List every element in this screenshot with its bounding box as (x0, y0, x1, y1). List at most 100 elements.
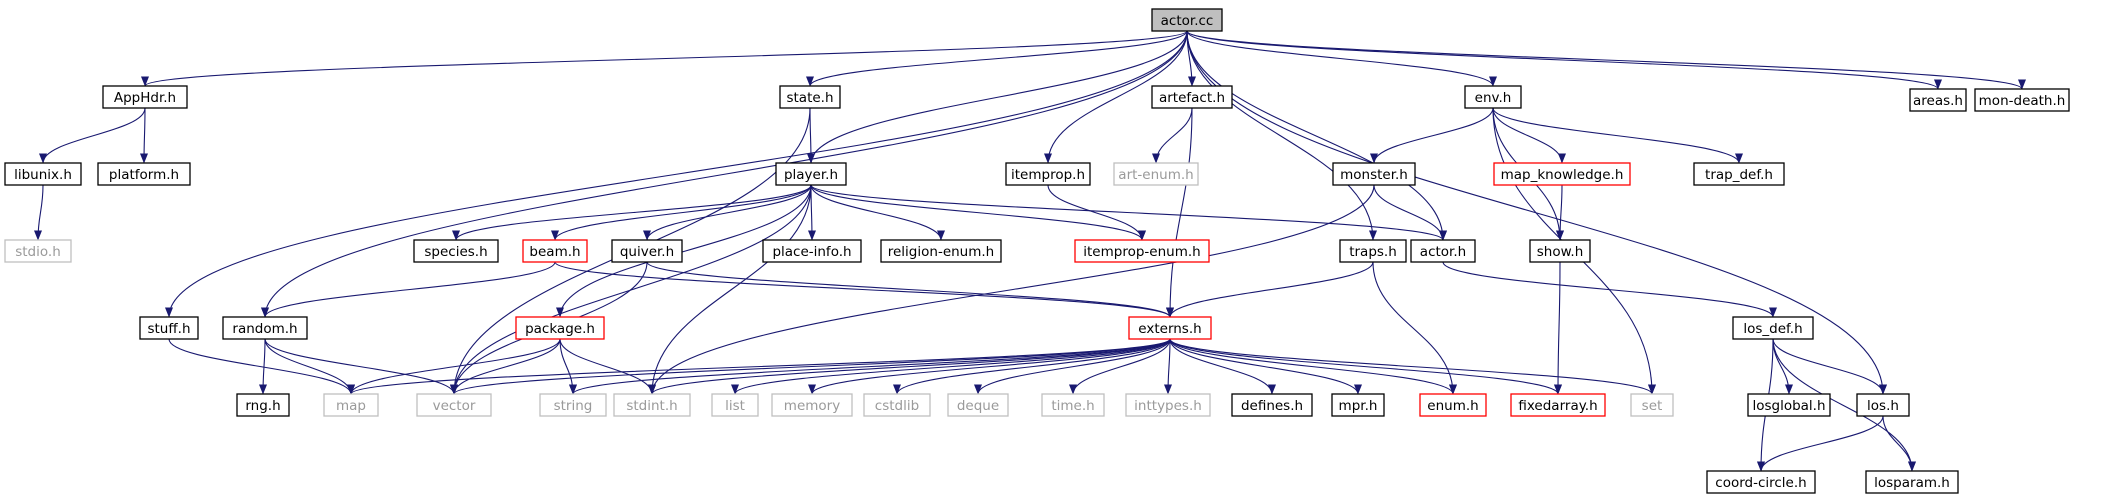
dependency-edge (648, 338, 1171, 395)
node-box (515, 316, 605, 340)
graph-node[interactable]: map_knowledge.h (1493, 162, 1631, 186)
dependency-edge (1164, 338, 1173, 395)
graph-node[interactable]: inttypes.h (1125, 393, 1211, 417)
graph-node[interactable]: religion-enum.h (880, 239, 1002, 263)
node-box (880, 239, 1002, 263)
graph-node[interactable]: losparam.h (1865, 470, 1959, 494)
node-label: player.h (784, 167, 838, 183)
node-label: species.h (424, 244, 487, 260)
graph-node[interactable]: externs.h (1128, 316, 1212, 340)
dependency-edge (807, 184, 816, 241)
graph-node[interactable]: trap_def.h (1693, 162, 1785, 186)
graph-node[interactable]: actor.cc (1151, 8, 1223, 32)
dependency-edge (974, 338, 1171, 395)
node-box (416, 393, 492, 417)
graph-node[interactable]: cstdlib (863, 393, 931, 417)
node-label: rng.h (245, 398, 280, 414)
node-box (1410, 239, 1476, 263)
graph-node[interactable]: los_def.h (1732, 316, 1814, 340)
node-box (1747, 393, 1831, 417)
graph-node[interactable]: defines.h (1231, 393, 1313, 417)
graph-node[interactable]: list (711, 393, 759, 417)
node-label: place-info.h (772, 244, 851, 260)
node-box (413, 239, 499, 263)
graph-node[interactable]: quiver.h (611, 239, 683, 263)
graph-node[interactable]: show.h (1529, 239, 1591, 263)
node-label: libunix.h (14, 167, 72, 183)
graph-node[interactable]: memory (771, 393, 853, 417)
graph-node[interactable]: species.h (413, 239, 499, 263)
node-box (1706, 470, 1816, 494)
dependency-edge (165, 30, 1188, 318)
graph-node[interactable]: beam.h (522, 239, 588, 263)
dependency-edge (807, 30, 1188, 164)
graph-node[interactable]: mpr.h (1331, 393, 1385, 417)
graph-node[interactable]: enum.h (1419, 393, 1487, 417)
graph-node[interactable]: random.h (222, 316, 308, 340)
node-label: art-enum.h (1118, 167, 1193, 183)
graph-node[interactable]: coord-circle.h (1706, 470, 1816, 494)
dependency-edge (1166, 261, 1374, 318)
graph-node[interactable]: string (539, 393, 607, 417)
graph-node[interactable]: fixedarray.h (1510, 393, 1606, 417)
graph-node[interactable]: los.h (1856, 393, 1910, 417)
dependency-edge (648, 184, 812, 395)
graph-node[interactable]: state.h (779, 85, 841, 109)
graph-node[interactable]: player.h (775, 162, 847, 186)
graph-node[interactable]: env.h (1464, 85, 1522, 109)
graph-node[interactable]: libunix.h (4, 162, 82, 186)
dependency-edge (1169, 338, 1362, 395)
node-label: enum.h (1427, 398, 1478, 414)
node-box (1041, 393, 1105, 417)
node-label: map_knowledge.h (1501, 167, 1624, 183)
graph-node[interactable]: map (323, 393, 379, 417)
node-label: artefact.h (1159, 90, 1225, 106)
graph-node[interactable]: losglobal.h (1747, 393, 1831, 417)
node-box (762, 239, 862, 263)
dependency-edge (1772, 338, 1916, 472)
graph-node[interactable]: platform.h (97, 162, 191, 186)
graph-node[interactable]: itemprop.h (1005, 162, 1091, 186)
node-label: vector (433, 398, 476, 414)
graph-node[interactable]: areas.h (1909, 88, 1967, 112)
dependency-edge (1169, 338, 1656, 395)
graph-node[interactable]: vector (416, 393, 492, 417)
node-box (1464, 85, 1522, 109)
graph-node[interactable]: artefact.h (1151, 85, 1233, 109)
graph-node[interactable]: itemprop-enum.h (1074, 239, 1210, 263)
graph-node[interactable]: mon-death.h (1974, 88, 2070, 112)
graph-node[interactable]: stdio.h (4, 239, 72, 263)
node-label: defines.h (1241, 398, 1303, 414)
graph-node[interactable]: deque (947, 393, 1009, 417)
graph-node[interactable]: AppHdr.h (102, 85, 188, 109)
dependency-edge (551, 184, 812, 241)
node-box (779, 85, 841, 109)
node-box (711, 393, 759, 417)
graph-node[interactable]: monster.h (1332, 162, 1416, 186)
dependency-edge (556, 184, 812, 318)
graph-node[interactable]: set (1630, 393, 1674, 417)
node-box (863, 393, 931, 417)
graph-node[interactable]: rng.h (236, 393, 290, 417)
node-label: show.h (1537, 244, 1584, 260)
graph-node[interactable]: stuff.h (139, 316, 199, 340)
graph-node[interactable]: traps.h (1339, 239, 1407, 263)
graph-node[interactable]: stdint.h (613, 393, 691, 417)
graph-node[interactable]: package.h (515, 316, 605, 340)
dependency-edge (806, 107, 815, 164)
graph-node[interactable]: time.h (1041, 393, 1105, 417)
node-box (1693, 162, 1785, 186)
graph-node[interactable]: place-info.h (762, 239, 862, 263)
graph-node[interactable]: actor.h (1410, 239, 1476, 263)
node-box (1128, 316, 1212, 340)
dependency-edge (648, 184, 1375, 395)
dependency-edge (559, 338, 656, 395)
graph-node[interactable]: art-enum.h (1113, 162, 1199, 186)
node-label: monster.h (1340, 167, 1408, 183)
dependency-edge (806, 30, 1188, 87)
node-box (1151, 85, 1233, 109)
node-box (1630, 393, 1674, 417)
node-box (1332, 162, 1416, 186)
node-label: los.h (1867, 398, 1899, 414)
